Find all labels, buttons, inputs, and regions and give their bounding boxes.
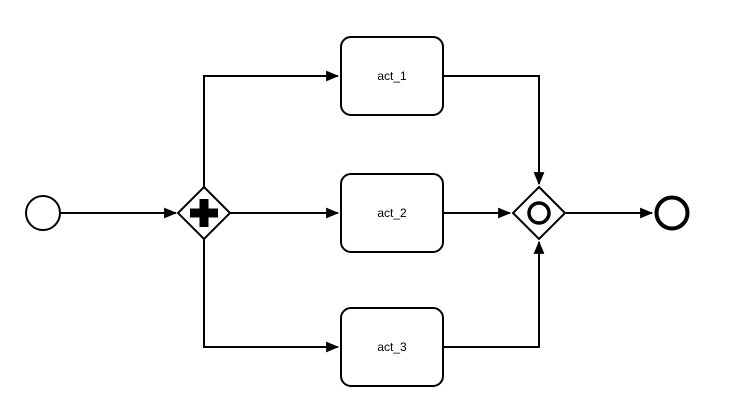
start-event[interactable] xyxy=(25,195,61,231)
activity-box xyxy=(340,36,444,116)
plus-icon xyxy=(190,199,218,227)
activity-act-2[interactable]: act_2 xyxy=(340,173,444,253)
end-event-circle-icon xyxy=(654,195,690,231)
activity-label: act_3 xyxy=(377,340,407,354)
inclusive-circle-icon xyxy=(527,201,551,225)
flow-parallel-gateway-to-act-3[interactable] xyxy=(203,239,340,353)
activity-box xyxy=(340,173,444,253)
sequence-flows xyxy=(60,70,654,353)
activity-label: act_2 xyxy=(377,206,407,220)
flow-parallel-gateway-to-act-1[interactable] xyxy=(203,70,340,187)
activity-label: act_1 xyxy=(377,69,407,83)
start-event-circle-icon xyxy=(25,195,61,231)
flow-act-1-to-inclusive-gateway[interactable] xyxy=(443,75,545,186)
gateway-diamond xyxy=(511,185,567,241)
end-event[interactable] xyxy=(654,195,690,231)
flow-act-3-to-inclusive-gateway[interactable] xyxy=(443,240,545,348)
activity-act-1[interactable]: act_1 xyxy=(340,36,444,116)
inclusive-gateway[interactable] xyxy=(511,185,567,241)
parallel-gateway[interactable] xyxy=(176,185,232,241)
activity-box xyxy=(340,307,444,387)
activity-act-3[interactable]: act_3 xyxy=(340,307,444,387)
